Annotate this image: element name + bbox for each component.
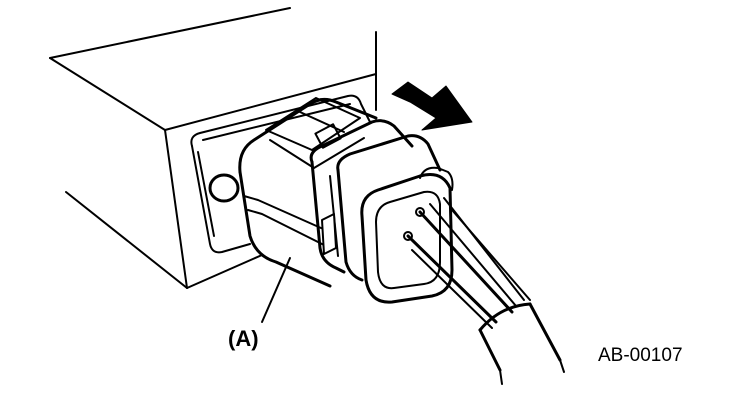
latch-window — [314, 123, 342, 149]
callout-leader-line — [261, 257, 291, 323]
module-housing — [49, 7, 377, 289]
bolt-hole — [208, 173, 240, 203]
wire-harness — [403, 197, 565, 385]
reference-code: AB-00107 — [598, 345, 683, 366]
mounting-flange — [190, 94, 371, 254]
callout-label-a: (A) — [228, 326, 259, 351]
connector-body — [238, 97, 454, 304]
pull-direction-arrow-icon — [391, 81, 473, 131]
